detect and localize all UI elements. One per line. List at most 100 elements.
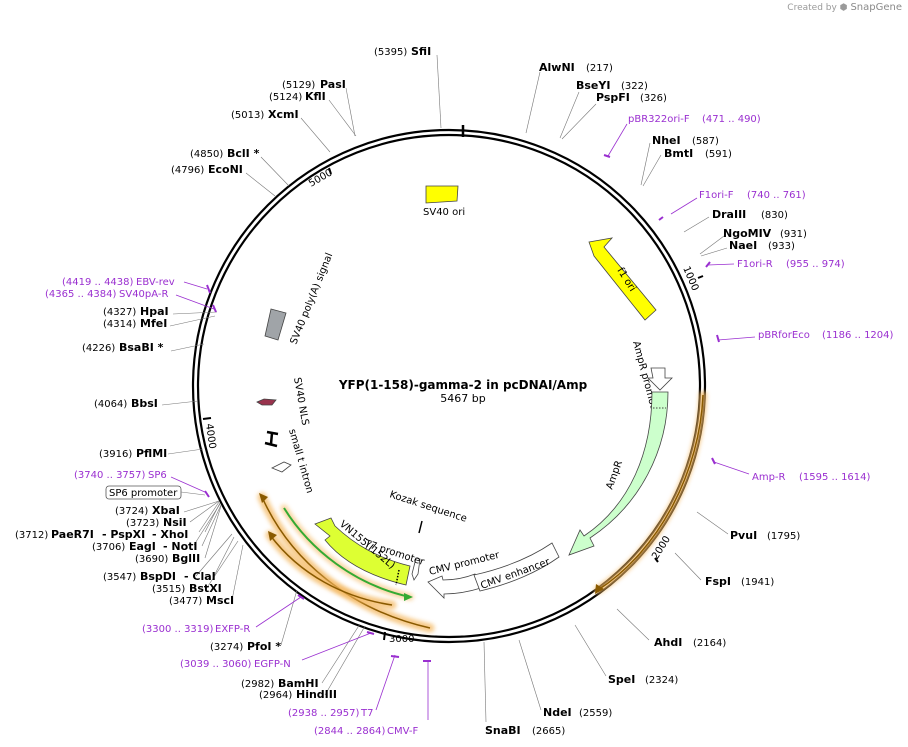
ampr-feature[interactable] [568, 391, 669, 556]
credit-text: Created by [787, 3, 837, 13]
left-arc1-arrowhead [259, 493, 268, 503]
site-label-draiii[interactable]: DraIII (830) [712, 208, 788, 221]
site-label-paer7i-pspxi[interactable]: (3712) PaeR7I - PspXI [15, 528, 145, 541]
svg-text:- ClaI: - ClaI [184, 570, 216, 583]
small-t-intron-arrow[interactable] [271, 461, 292, 473]
svg-text:(4365 .. 4384): (4365 .. 4384) [45, 289, 117, 300]
site-label-ahdi[interactable]: AhdI (2164) [654, 636, 726, 649]
svg-text:BamHI: BamHI [278, 677, 319, 690]
svg-text:(4327): (4327) [103, 307, 136, 318]
svg-text:(3690): (3690) [135, 554, 168, 565]
svg-text:(5013): (5013) [231, 110, 264, 121]
site-label-fspi[interactable]: FspI (1941) [705, 575, 774, 588]
svg-text:SfiI: SfiI [411, 45, 431, 58]
site-label-bamhi[interactable]: (2982) BamHI [241, 677, 319, 690]
svg-text:(2938 .. 2957): (2938 .. 2957) [288, 708, 360, 719]
kozak-feature[interactable] [418, 520, 423, 534]
site-label-naei[interactable]: NaeI (933) [729, 239, 795, 252]
primer-label-sp6[interactable]: (3740 .. 3757) SP6 [74, 470, 167, 481]
primer-label-sv40pa-r[interactable]: (4365 .. 4384) SV40pA-R [45, 289, 168, 300]
site-label-bglii[interactable]: (3690) BglII [135, 552, 200, 565]
svg-text:F1ori-F: F1ori-F [699, 190, 734, 201]
snapgene-credit: Created by ⬢ SnapGene [787, 2, 902, 13]
green-arc-line [283, 507, 411, 598]
svg-text:PflMI: PflMI [136, 447, 167, 460]
ampr-promoter-feature[interactable] [647, 367, 673, 391]
site-label-kfli[interactable]: (5124) KflI [269, 90, 326, 103]
site-label-bsabi[interactable]: (4226) BsaBI * [82, 341, 164, 354]
cmv-enhancer-feature[interactable] [473, 542, 560, 592]
primer-label-ebv-rev[interactable]: (4419 .. 4438) EBV-rev [62, 277, 175, 288]
site-label-ndei[interactable]: NdeI (2559) [543, 706, 612, 719]
svg-text:(931): (931) [780, 229, 807, 240]
site-label-noti[interactable]: - NotI [163, 540, 198, 553]
vn155-feature[interactable] [314, 517, 411, 586]
svg-text:(4850): (4850) [190, 149, 223, 160]
cmv-promoter-feature[interactable] [427, 573, 482, 599]
site-label-snabi[interactable]: SnaBI (2665) [485, 724, 565, 737]
site-label-pspfi[interactable]: PspFI (326) [596, 91, 667, 104]
t7-promoter-feature[interactable] [411, 557, 421, 581]
site-label-xbai[interactable]: (3724) XbaI [115, 504, 180, 517]
svg-text:KflI: KflI [305, 90, 326, 103]
primer-label-pbrforeco[interactable]: pBRforEco (1186 .. 1204) [758, 330, 894, 341]
svg-text:SV40pA-R: SV40pA-R [119, 289, 168, 300]
site-label-spei[interactable]: SpeI (2324) [608, 673, 678, 686]
primer-label-f1ori-r[interactable]: F1ori-R (955 .. 974) [737, 259, 845, 270]
svg-text:pBR322ori-F: pBR322ori-F [628, 114, 690, 125]
site-label-pflmi[interactable]: (3916) PflMI [99, 447, 167, 460]
site-label-clai[interactable]: - ClaI [184, 570, 216, 583]
site-label-hindiii[interactable]: (2964) HindIII [259, 688, 337, 701]
site-label-hpai[interactable]: (4327) HpaI [103, 305, 169, 318]
svg-text:AlwNI: AlwNI [539, 61, 575, 74]
primer-label-f1ori-f[interactable]: F1ori-F (740 .. 761) [699, 190, 806, 201]
svg-text:PaeR7I: PaeR7I [51, 528, 94, 541]
site-label-pfoi[interactable]: (3274) PfoI * [210, 640, 281, 653]
primer-label-egfp-n[interactable]: (3039 .. 3060) EGFP-N [180, 659, 291, 670]
site-label-mfei[interactable]: (4314) MfeI [103, 317, 167, 330]
site-label-msci[interactable]: (3477) MscI [169, 594, 234, 607]
left-arc2-line [269, 534, 393, 606]
sp6-promoter-box[interactable] [105, 485, 182, 500]
site-label-xcmi[interactable]: (5013) XcmI [231, 108, 299, 121]
svg-text:MfeI: MfeI [140, 317, 167, 330]
svg-text:(3706): (3706) [92, 542, 125, 553]
sv40-ori-feature[interactable] [425, 185, 459, 204]
site-label-pasi[interactable]: (5129) PasI [282, 78, 346, 91]
site-label-ngomiv[interactable]: NgoMIV (931) [723, 227, 807, 240]
site-label-nsii[interactable]: (3723) NsiI [126, 516, 187, 529]
site-label-bspdi[interactable]: (3547) BspDI [103, 570, 176, 583]
right-arc-arrowhead [595, 584, 604, 594]
sv40-nls-feature[interactable] [256, 398, 277, 406]
site-label-eagi[interactable]: (3706) EagI [92, 540, 156, 553]
site-label-bseyi[interactable]: BseYI (322) [576, 79, 648, 92]
site-label-bcli[interactable]: (4850) BclI * [190, 147, 260, 160]
site-label-xhoi[interactable]: - XhoI [152, 528, 188, 541]
kozak-label: Kozak sequence [388, 489, 468, 524]
svg-text:SP6: SP6 [148, 470, 167, 481]
primer-label-cmv-f[interactable]: (2844 .. 2864) CMV-F [314, 726, 418, 737]
tick-label-3000: 3000 [389, 634, 414, 645]
left-arc2-arrowhead [268, 531, 277, 541]
f1-ori-feature[interactable] [588, 237, 657, 321]
svg-text:BstXI: BstXI [189, 582, 222, 595]
svg-text:(2964): (2964) [259, 690, 292, 701]
site-label-pvui[interactable]: PvuI (1795) [730, 529, 800, 542]
svg-text:(2844 .. 2864): (2844 .. 2864) [314, 726, 386, 737]
site-label-bmti[interactable]: BmtI (591) [664, 147, 732, 160]
site-label-bstxi[interactable]: (3515) BstXI [152, 582, 222, 595]
svg-text:BmtI: BmtI [664, 147, 693, 160]
site-label-nhei[interactable]: NheI (587) [652, 134, 719, 147]
primer-label-amp-r[interactable]: Amp-R (1595 .. 1614) [752, 472, 871, 483]
site-label-bbsi[interactable]: (4064) BbsI [94, 397, 158, 410]
svg-text:EGFP-N: EGFP-N [254, 659, 291, 670]
site-label-alwni[interactable]: AlwNI (217) [539, 61, 613, 74]
site-label-econi[interactable]: (4796) EcoNI [171, 163, 243, 176]
site-label-sfii[interactable]: (5395) SfiI [374, 45, 431, 58]
primer-label-exfp-r[interactable]: (3300 .. 3319) EXFP-R [142, 624, 250, 635]
tick-1000: 1000 [680, 265, 704, 293]
sv40-polya-feature[interactable] [264, 308, 287, 341]
primer-label-t7[interactable]: (2938 .. 2957) T7 [288, 708, 373, 719]
primer-label-pbr322ori-f[interactable]: pBR322ori-F (471 .. 490) [628, 114, 761, 125]
